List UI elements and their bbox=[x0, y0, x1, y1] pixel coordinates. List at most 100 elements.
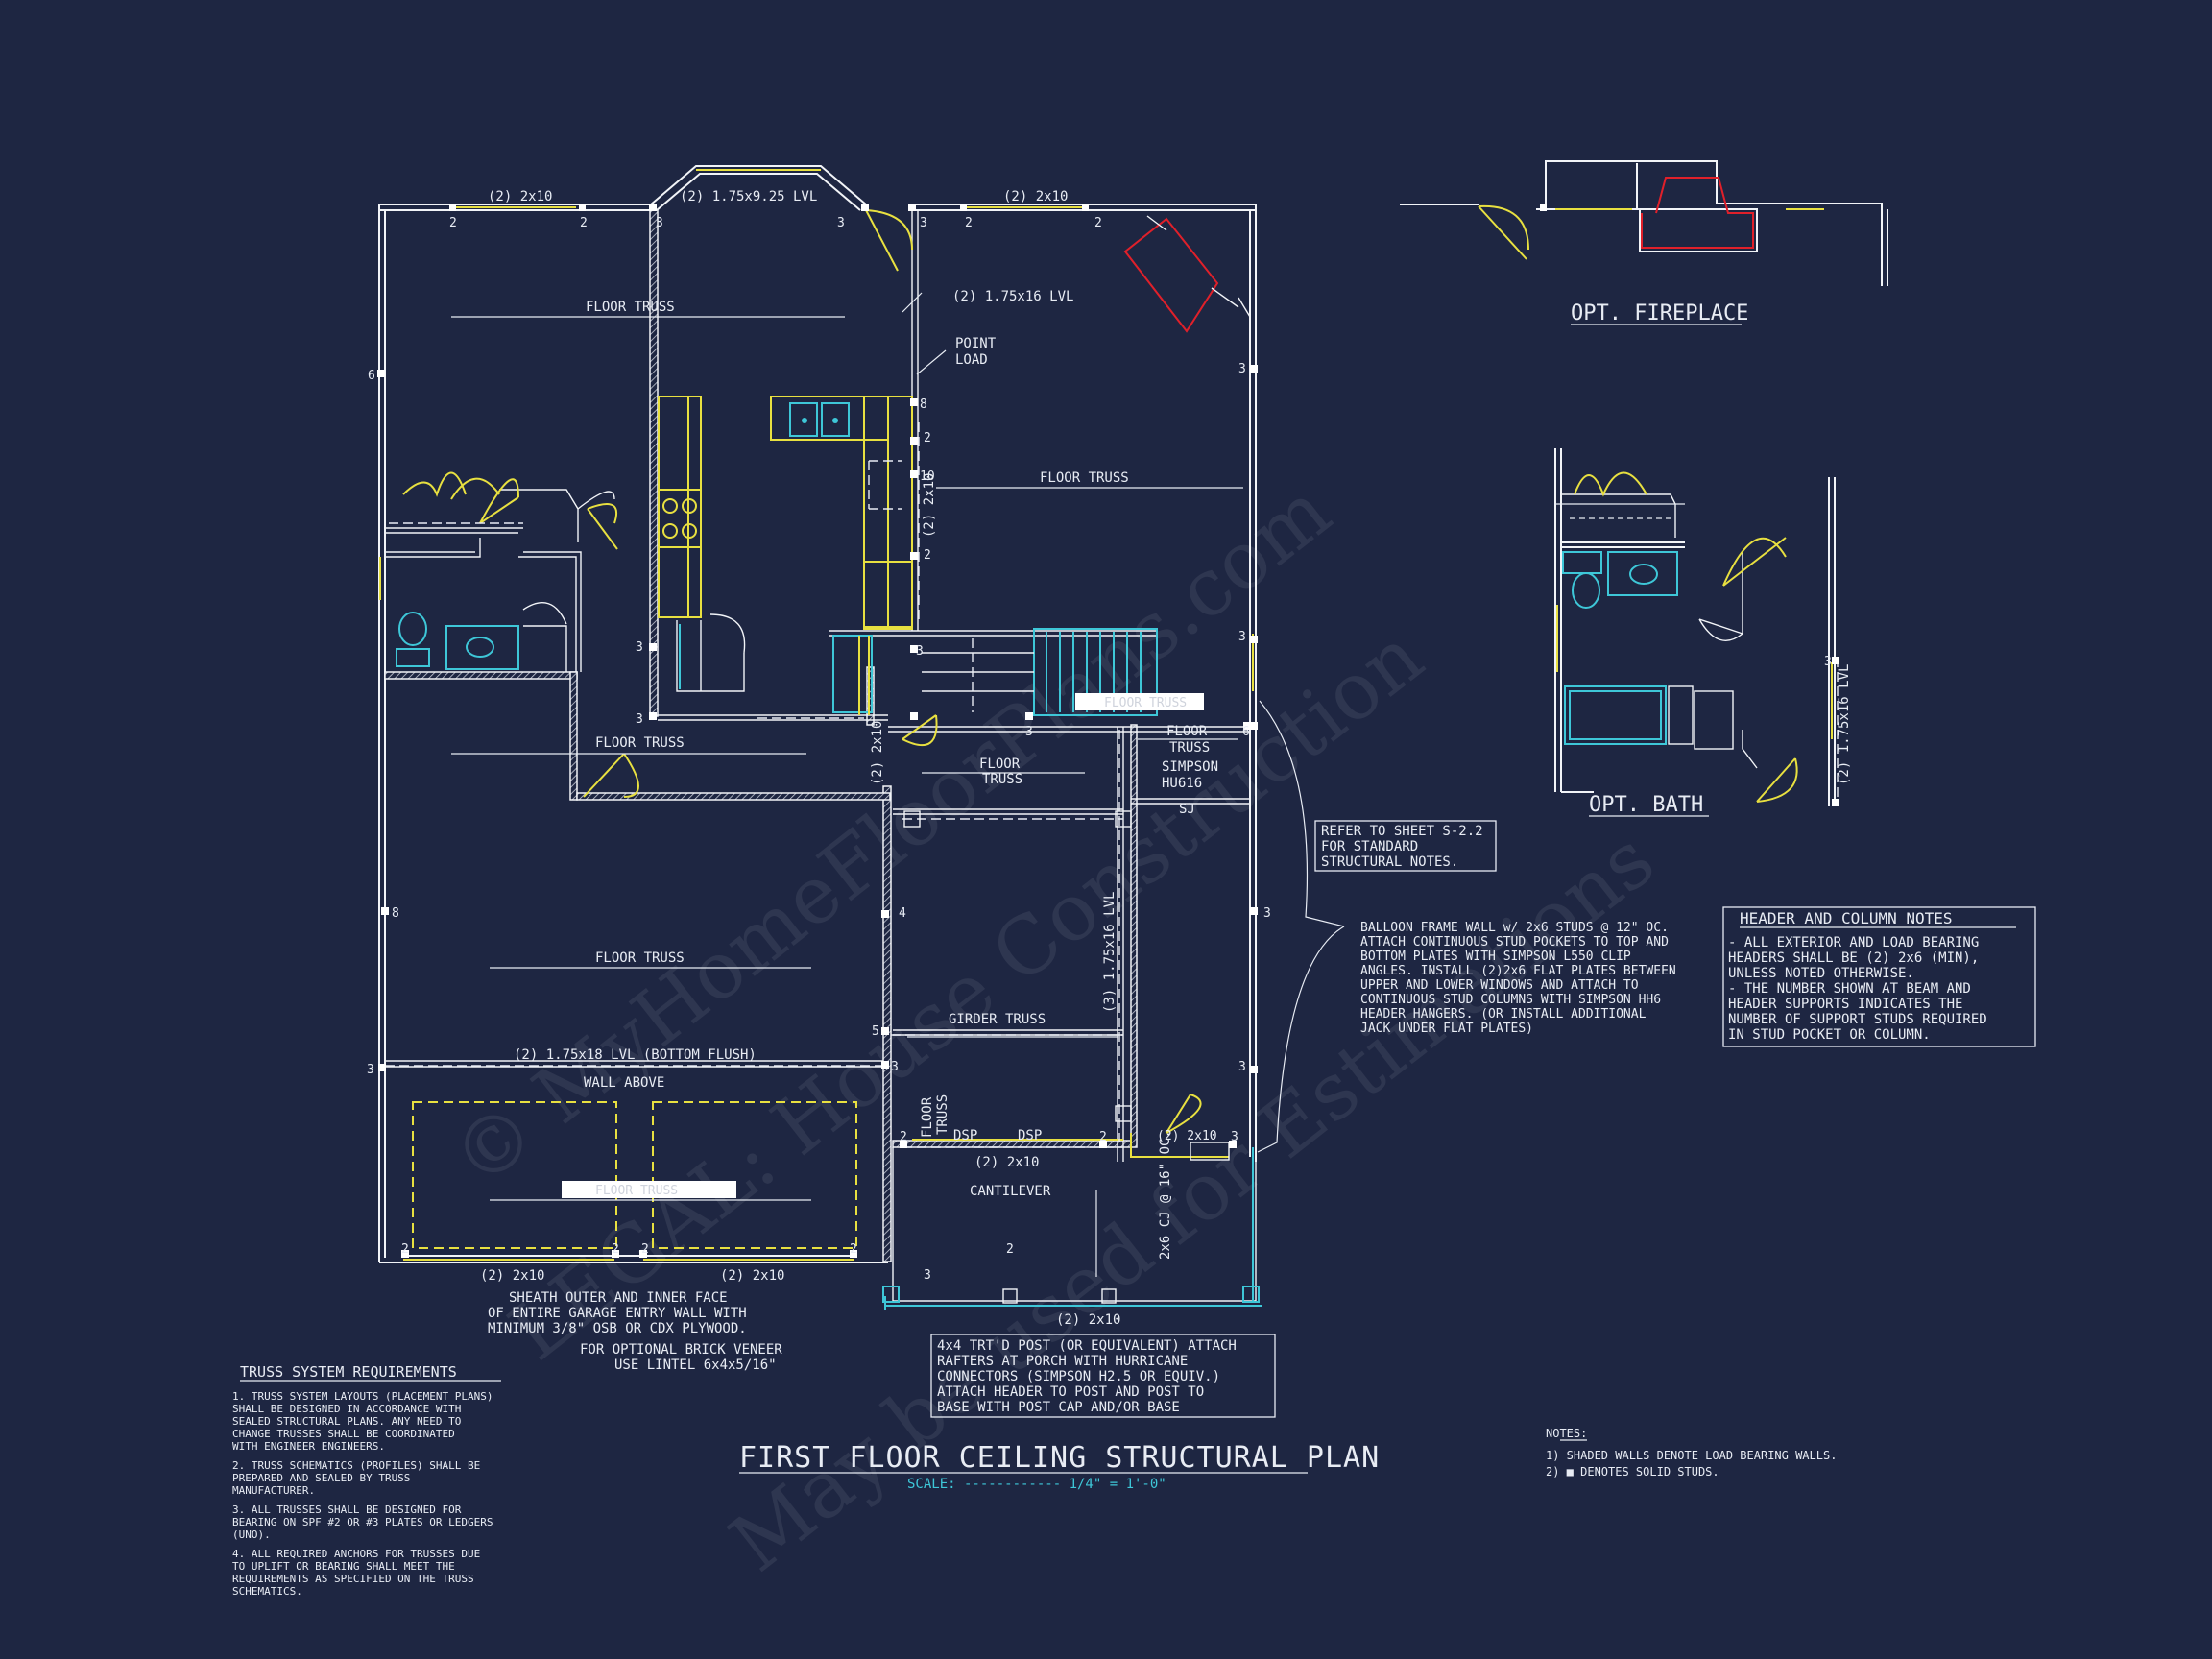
truss-span-arrows bbox=[451, 292, 1243, 1277]
label-point-load-1: POINT bbox=[955, 336, 997, 351]
stud-count-5: 3 bbox=[920, 216, 927, 230]
stud-count-22: 3 bbox=[1263, 906, 1271, 921]
stud-count-32: 2 bbox=[641, 1242, 649, 1257]
truss-note-14: REQUIREMENTS AS SPECIFIED ON THE TRUSS bbox=[232, 1573, 474, 1585]
label-simpson-1: SIMPSON bbox=[1162, 759, 1218, 775]
refer-note-box bbox=[1314, 820, 1497, 872]
label-top-right-beam: (2) 2x10 bbox=[1003, 189, 1068, 204]
label-garage-beam-1: (2) 2x10 bbox=[480, 1268, 544, 1284]
label-ft-small-2: TRUSS bbox=[1169, 740, 1210, 756]
stud-count-36: 3 bbox=[1824, 655, 1832, 669]
label-beam-small: (2) 2x10 bbox=[1157, 1129, 1217, 1143]
label-stair-box: FLOOR TRUSS bbox=[1104, 696, 1187, 710]
refer-note-line-3: STRUCTURAL NOTES. bbox=[1321, 854, 1458, 870]
porch-note-line-5: BASE WITH POST CAP AND/OR BASE bbox=[937, 1400, 1180, 1415]
beam-lines bbox=[385, 422, 1230, 1161]
sheath-note: SHEATH OUTER AND INNER FACE OF ENTIRE GA… bbox=[488, 1290, 747, 1336]
stud-count-9: 3 bbox=[1238, 362, 1246, 376]
stud-count-27: 2 bbox=[900, 1130, 907, 1144]
label-girder: GIRDER TRUSS bbox=[949, 1012, 1046, 1027]
truss-note-8: MANUFACTURER. bbox=[232, 1484, 315, 1497]
truss-note-1: 1. TRUSS SYSTEM LAYOUTS (PLACEMENT PLANS… bbox=[232, 1390, 493, 1403]
bath-fixtures bbox=[389, 522, 567, 672]
truss-note-9: 3. ALL TRUSSES SHALL BE DESIGNED FOR bbox=[232, 1503, 462, 1516]
label-cj: 2x6 CJ @ 16" OC. bbox=[1158, 1130, 1173, 1260]
header-note-line-2: HEADERS SHALL BE (2) 2x6 (MIN), bbox=[1728, 950, 1979, 966]
label-garage-beam-2: (2) 2x10 bbox=[720, 1268, 784, 1284]
porch bbox=[882, 1133, 1262, 1310]
brick-note: FOR OPTIONAL BRICK VENEER USE LINTEL 6x4… bbox=[580, 1342, 782, 1373]
truss-note-3: SEALED STRUCTURAL PLANS. ANY NEED TO bbox=[232, 1415, 461, 1428]
label-ft-top-left: FLOOR TRUSS bbox=[586, 300, 675, 315]
porch-note-line-3: CONNECTORS (SIMPSON H2.5 OR EQUIV.) bbox=[937, 1369, 1220, 1384]
leader-balloon bbox=[1257, 700, 1345, 1153]
label-ft-vertical-1: FLOOR bbox=[920, 1096, 935, 1138]
header-notes-box bbox=[1722, 906, 2036, 1047]
main-fireplace bbox=[1123, 217, 1219, 333]
stud-count-13: 2 bbox=[924, 548, 931, 563]
stud-count-20: 8 bbox=[392, 906, 399, 921]
label-ft-mid-2: TRUSS bbox=[982, 772, 1022, 787]
header-note-line-1: - ALL EXTERIOR AND LOAD BEARING bbox=[1728, 935, 1979, 950]
refer-note: REFER TO SHEET S-2.2 FOR STANDARD STRUCT… bbox=[1321, 824, 1483, 870]
opt-fireplace-title: OPT. FIREPLACE bbox=[1571, 301, 1748, 325]
stud-count-14: 3 bbox=[1238, 630, 1246, 644]
porch-note-line-4: ATTACH HEADER TO POST AND POST TO bbox=[937, 1384, 1204, 1400]
header-note-line-6: NUMBER OF SUPPORT STUDS REQUIRED bbox=[1728, 1012, 1987, 1027]
balloon-note-line-7: HEADER HANGERS. (OR INSTALL ADDITIONAL bbox=[1360, 1007, 1647, 1022]
stud-count-16: 3 bbox=[636, 712, 643, 727]
notes-title: NOTES: bbox=[1546, 1427, 1587, 1440]
kitchen-fixtures bbox=[658, 396, 913, 692]
truss-note-7: PREPARED AND SEALED BY TRUSS bbox=[232, 1472, 410, 1484]
truss-note-13: TO UPLIFT OR BEARING SHALL MEET THE bbox=[232, 1560, 455, 1573]
label-wall-above: WALL ABOVE bbox=[584, 1075, 664, 1091]
label-point-load-2: LOAD bbox=[955, 352, 988, 368]
stud-count-30: 3 bbox=[1231, 1130, 1238, 1144]
truss-note-15: SCHEMATICS. bbox=[232, 1585, 302, 1598]
label-porch-beam: (2) 2x10 bbox=[1056, 1312, 1120, 1328]
label-top-left-beam: (2) 2x10 bbox=[488, 189, 552, 204]
balloon-note-line-2: ATTACH CONTINUOUS STUD POCKETS TO TOP AN… bbox=[1360, 935, 1669, 950]
porch-note: 4x4 TRT'D POST (OR EQUIVALENT) ATTACH RA… bbox=[937, 1338, 1237, 1415]
stud-count-3: 3 bbox=[656, 216, 663, 230]
brick-note-line-1: FOR OPTIONAL BRICK VENEER bbox=[580, 1342, 782, 1358]
refer-note-line-2: FOR STANDARD bbox=[1321, 839, 1418, 854]
plan-title: FIRST FLOOR CEILING STRUCTURAL PLAN bbox=[739, 1441, 1380, 1475]
truss-note-6: 2. TRUSS SCHEMATICS (PROFILES) SHALL BE bbox=[232, 1459, 480, 1472]
porch-note-box bbox=[930, 1334, 1276, 1418]
header-notes: HEADER AND COLUMN NOTES - ALL EXTERIOR A… bbox=[1728, 909, 2016, 1043]
stud-count-12: 10 bbox=[920, 469, 935, 484]
porch-note-line-2: RAFTERS AT PORCH WITH HURRICANE bbox=[937, 1354, 1188, 1369]
opt-fireplace-detail bbox=[1400, 160, 1888, 286]
stud-count-29: 2 bbox=[401, 1242, 409, 1257]
balloon-note-line-3: BOTTOM PLATES WITH SIMPSON L550 CLIP bbox=[1360, 950, 1631, 964]
stud-count-7: 2 bbox=[1094, 216, 1102, 230]
sheath-note-line-1: SHEATH OUTER AND INNER FACE bbox=[509, 1290, 728, 1306]
note-1: 1) SHADED WALLS DENOTE LOAD BEARING WALL… bbox=[1546, 1449, 1837, 1462]
note-2: 2) ■ DENOTES SOLID STUDS. bbox=[1546, 1465, 1719, 1479]
label-lvl-vertical: (2) 1.75x16 LVL bbox=[952, 289, 1073, 304]
header-note-line-7: IN STUD POCKET OR COLUMN. bbox=[1728, 1027, 1931, 1043]
truss-note-12: 4. ALL REQUIRED ANCHORS FOR TRUSSES DUE bbox=[232, 1548, 480, 1560]
sheath-note-line-2: OF ENTIRE GARAGE ENTRY WALL WITH bbox=[488, 1306, 747, 1321]
label-ft-small-1: FLOOR bbox=[1166, 724, 1208, 739]
label-bath-lvl: (2) 1.75x16 LVL bbox=[1837, 664, 1852, 785]
sheath-note-line-3: MINIMUM 3/8" OSB OR CDX PLYWOOD. bbox=[488, 1321, 747, 1336]
stud-count-2: 2 bbox=[580, 216, 588, 230]
opt-bath-title: OPT. BATH bbox=[1589, 793, 1703, 817]
header-notes-title: HEADER AND COLUMN NOTES bbox=[1740, 909, 1953, 927]
plan-scale: SCALE: ------------ 1/4" = 1'-0" bbox=[907, 1477, 1166, 1492]
label-ft-mid-left: FLOOR TRUSS bbox=[595, 735, 685, 751]
truss-requirements: TRUSS SYSTEM REQUIREMENTS 1. TRUSS SYSTE… bbox=[232, 1363, 501, 1598]
truss-note-11: (UNO). bbox=[232, 1528, 271, 1541]
stud-count-24: 3 bbox=[891, 1060, 899, 1074]
porch-note-line-1: 4x4 TRT'D POST (OR EQUIVALENT) ATTACH bbox=[937, 1338, 1237, 1354]
stud-count-1: 2 bbox=[449, 216, 457, 230]
balloon-note-line-4: ANGLES. INSTALL (2)2x6 FLAT PLATES BETWE… bbox=[1360, 964, 1676, 978]
label-ft-big: FLOOR TRUSS bbox=[595, 950, 685, 966]
stud-count-8: 6 bbox=[368, 369, 375, 383]
stud-count-15: 3 bbox=[636, 640, 643, 655]
truss-note-10: BEARING ON SPF #2 OR #3 PLATES OR LEDGER… bbox=[232, 1516, 493, 1528]
